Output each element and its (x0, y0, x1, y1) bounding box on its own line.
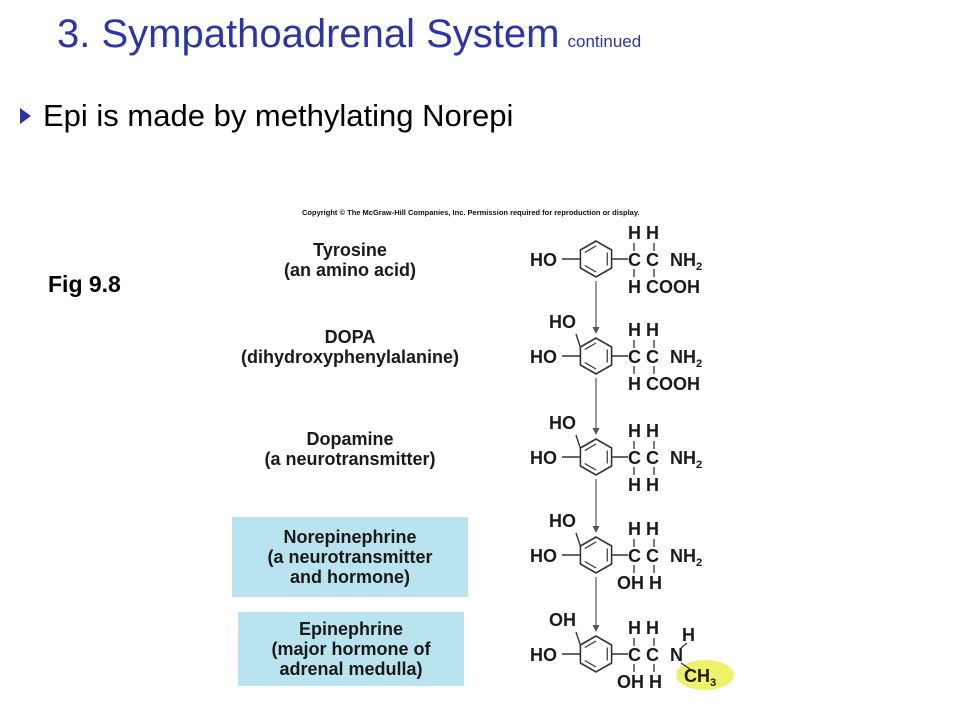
bottom-substituents: H H (628, 475, 659, 495)
ring-double-bond (584, 342, 597, 351)
substituent-ho: HO (530, 347, 557, 367)
compound-desc: adrenal medulla) (279, 659, 423, 679)
amine-group: NH2 (670, 250, 702, 273)
compound-name: Norepinephrine (283, 527, 417, 547)
compound-label-norepinephrine: Norepinephrine (a neurotransmitter and h… (232, 527, 468, 587)
carbon-chain: C C (628, 645, 659, 665)
compound-label-epinephrine: Epinephrine (major hormone of adrenal me… (238, 619, 464, 679)
extra-hydrogen: H (682, 625, 695, 645)
substituent-ho: HO (530, 546, 557, 566)
benzene-ring (579, 438, 613, 476)
benzene-ring (579, 536, 613, 574)
substituent-ho: HO (530, 645, 557, 665)
compound-name: Dopamine (306, 429, 394, 449)
hydrogen-top: H H (628, 421, 659, 441)
bond-line (575, 532, 582, 547)
benzene-ring (579, 337, 613, 375)
carbon-chain: C C (628, 250, 659, 270)
reaction-arrow-head (592, 625, 600, 632)
substituent-top: HO (549, 312, 576, 332)
ring-double-bond (584, 462, 597, 471)
compound-name: Epinephrine (298, 619, 403, 639)
substituent-ho: HO (530, 250, 557, 270)
amine-group: NH2 (670, 448, 702, 471)
amine-group: N (670, 645, 683, 665)
substituent-top: HO (549, 511, 576, 531)
bottom-substituents: OH H (617, 573, 662, 593)
triangle-bullet-icon (20, 108, 31, 124)
carbon-chain: C C (628, 347, 659, 367)
figure-label: Fig 9.8 (48, 271, 121, 297)
methyl-group: CH3 (684, 666, 716, 689)
bond-line (575, 333, 582, 348)
ring-double-bond (584, 443, 597, 452)
ring-double-bond (584, 361, 597, 370)
bottom-substituents: H COOH (628, 374, 700, 394)
slide-title: 3. Sympathoadrenal System continued (57, 12, 641, 57)
carbon-chain: C C (628, 546, 659, 566)
substituent-top: HO (549, 413, 576, 433)
compound-name: Tyrosine (313, 240, 387, 260)
ring-double-bond (584, 560, 597, 569)
compound-name: DOPA (324, 327, 376, 347)
hydrogen-top: H H (628, 223, 659, 243)
ring-double-bond (584, 640, 597, 649)
bullet-text: Epi is made by methylating Norepi (43, 98, 514, 133)
hydrogen-top: H H (628, 618, 659, 638)
compound-desc: (dihydroxyphenylalanine) (240, 347, 460, 367)
compound-desc: (major hormone of (271, 639, 431, 659)
ring-double-bond (584, 245, 597, 254)
bond-line (575, 434, 582, 449)
benzene-ring (579, 240, 613, 278)
norepinephrine-highlight-box (232, 517, 468, 597)
amine-group: NH2 (670, 546, 702, 569)
bullet-item: Epi is made by methylating Norepi (18, 98, 513, 134)
carbon-chain: C C (628, 448, 659, 468)
epinephrine-highlight-box (238, 612, 464, 686)
bond-line (575, 631, 582, 646)
hydrogen-top: H H (628, 320, 659, 340)
bottom-substituents: OH H (617, 672, 662, 692)
substituent-ho: HO (530, 448, 557, 468)
bottom-substituents: H COOH (628, 277, 700, 297)
compound-label-dopa: DOPA (dihydroxyphenylalanine) (200, 327, 500, 367)
figure-copyright: Copyright © The McGraw-Hill Companies, I… (302, 208, 640, 217)
compound-label-dopamine: Dopamine (a neurotransmitter) (220, 429, 480, 469)
compound-desc: (a neurotransmitter (267, 547, 433, 567)
benzene-ring (579, 635, 613, 673)
compound-desc: and hormone) (290, 567, 410, 587)
slide-title-text: 3. Sympathoadrenal System (57, 12, 560, 56)
ring-double-bond (584, 264, 597, 273)
compound-desc: (an amino acid) (283, 260, 417, 280)
reaction-arrow-head (592, 428, 600, 435)
compound-label-tyrosine: Tyrosine (an amino acid) (250, 240, 450, 280)
amine-group: NH2 (670, 347, 702, 370)
bond-line (680, 642, 688, 649)
compound-desc: (a neurotransmitter) (264, 449, 436, 469)
reaction-arrow-head (592, 526, 600, 533)
substituent-top: OH (549, 610, 576, 630)
ring-double-bond (584, 659, 597, 668)
ring-double-bond (584, 541, 597, 550)
bond-line (680, 662, 691, 670)
reaction-arrow-head (592, 327, 600, 334)
methyl-highlight (676, 660, 734, 690)
slide-title-suffix: continued (567, 32, 642, 51)
hydrogen-top: H H (628, 519, 659, 539)
